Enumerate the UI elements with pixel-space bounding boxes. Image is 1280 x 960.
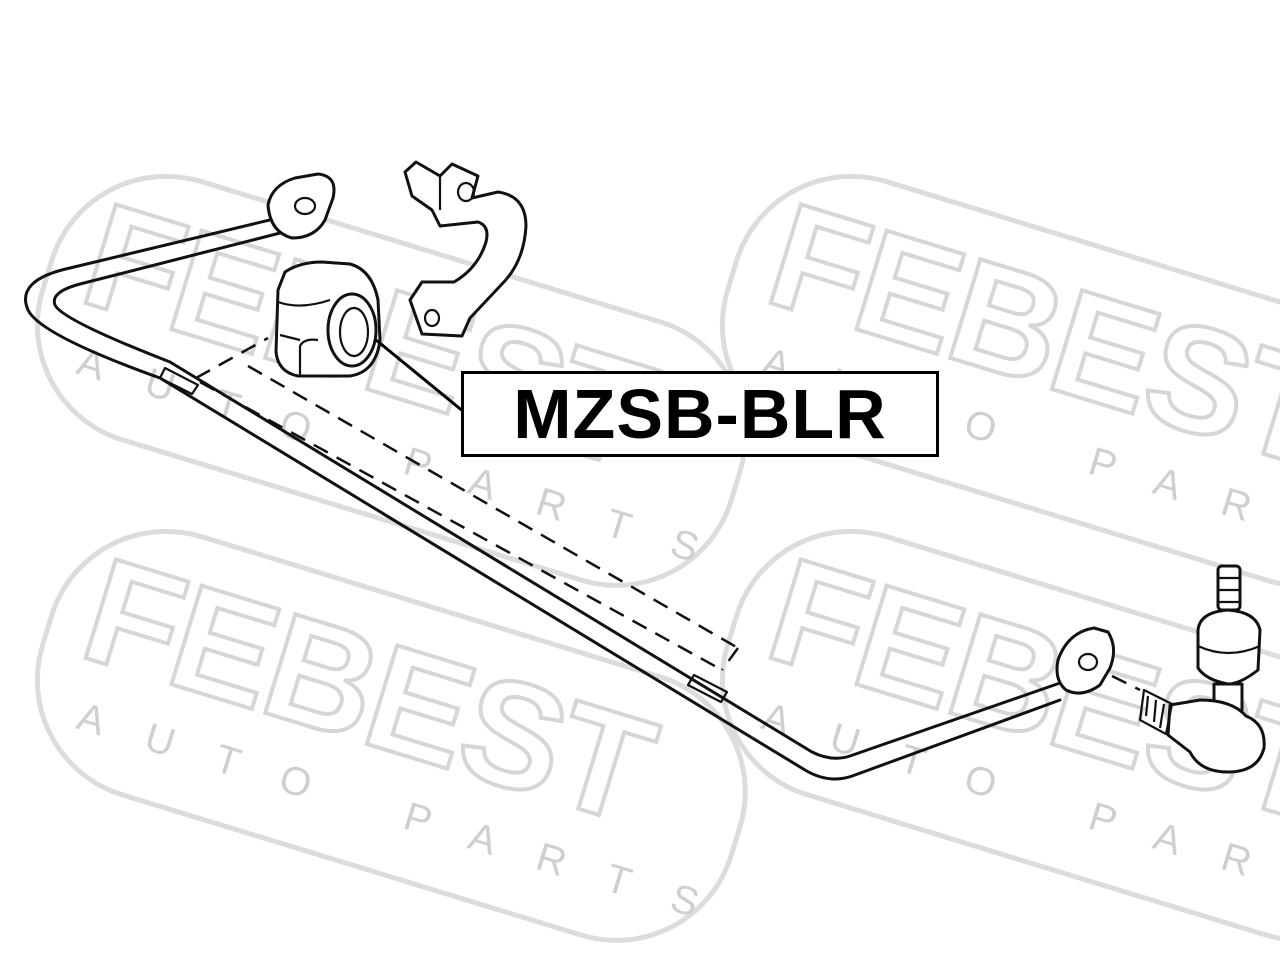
bracket — [403, 160, 528, 338]
bushing — [274, 260, 382, 378]
bar-end-eye-top — [266, 172, 336, 240]
watermark-group: FEBEST AUTO PARTS FEBEST AUTO PARTS FEBE… — [34, 168, 1280, 943]
part-number-label: MZSB-BLR — [461, 371, 939, 457]
stabilizer-link — [1138, 564, 1266, 774]
stabilizer-bar — [24, 216, 1062, 781]
watermark-bottom-left: FEBEST AUTO PARTS — [34, 523, 748, 943]
assembly-guides — [195, 336, 1141, 692]
leader-line — [375, 338, 465, 414]
bar-end-eye-bottom — [1055, 626, 1115, 695]
